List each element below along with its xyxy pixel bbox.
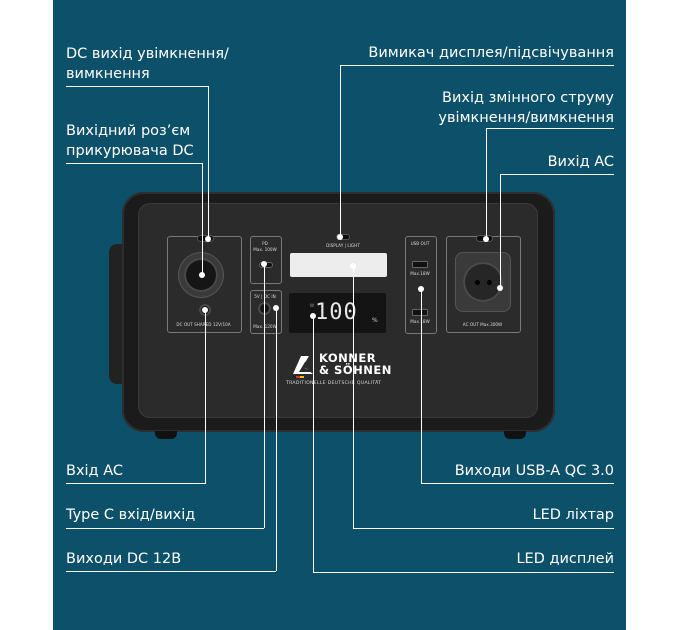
usb-a-port-1[interactable]: [412, 261, 428, 268]
leader-display-switch-v: [340, 65, 341, 237]
ac-socket[interactable]: [463, 262, 503, 302]
leader-type-c-v: [264, 264, 265, 528]
callout-usb-outputs: Виходи USB-A QC 3.0: [454, 463, 614, 479]
device-foot-left: [155, 431, 177, 439]
led-lamp: [290, 253, 387, 277]
leader-car-socket-v: [202, 163, 203, 275]
leader-dot: [483, 236, 489, 242]
leader-dc-switch-v: [208, 86, 209, 239]
leader-display-switch-h: [340, 65, 614, 66]
leader-type-c-h: [66, 528, 264, 529]
leader-dot: [205, 236, 211, 242]
callout-ac-output: Вихід AC: [547, 154, 614, 170]
leader-led-display-v: [313, 316, 314, 572]
leader-car-socket-h: [66, 163, 202, 164]
leader-dot: [497, 285, 503, 291]
dc-in-panel: [250, 290, 282, 334]
lcd-value: 100: [315, 300, 358, 325]
leader-dot: [261, 261, 267, 267]
callout-led-display: LED дисплей: [516, 551, 614, 567]
callout-car-socket: Вихідний роз’єм прикурювача DC: [66, 123, 194, 159]
device-handle: [109, 244, 125, 384]
leader-led-lamp-v: [353, 266, 354, 528]
lcd-unit: %: [372, 317, 378, 324]
leader-dot: [202, 307, 208, 313]
pd-max-label: Max. 100W: [253, 247, 277, 252]
leader-ac-switch-h: [486, 128, 614, 129]
leader-led-lamp-h: [353, 528, 614, 529]
leader-ac-output-h: [500, 174, 614, 175]
leader-dot: [273, 305, 279, 311]
display-light-label: DISPLAY | LIGHT: [326, 243, 360, 248]
callout-type-c: Type C вхід/вихід: [66, 507, 196, 523]
brand-tagline: TRADITIONELLE DEUTSCHE QUALITÄT: [286, 381, 382, 386]
leader-dot: [337, 234, 343, 240]
lcd-w-label: W: [310, 303, 314, 308]
leader-dot: [418, 286, 424, 292]
ac-out-label: AC OUT Max.300W: [462, 322, 503, 327]
device-foot-right: [504, 431, 526, 439]
display-light-switch[interactable]: [336, 234, 350, 240]
leader-ac-input-v: [205, 310, 206, 483]
leader-ac-switch-v: [486, 128, 487, 239]
leader-dot: [310, 313, 316, 319]
usb-a-port-2[interactable]: [412, 309, 428, 316]
infographic-canvas: DC OUT SHARED 12V/10A PD Max. 100W 5V | …: [53, 0, 626, 630]
leader-dc-switch-h: [66, 86, 208, 87]
ac-pin-hole-left: [475, 280, 480, 285]
usb-out-label: USB OUT: [410, 241, 430, 246]
ac-pin-hole-right: [487, 280, 492, 285]
callout-ac-input: Вхід AC: [66, 463, 123, 479]
callout-dc-outputs: Виходи DC 12В: [66, 551, 182, 567]
leader-ac-output-v: [500, 174, 501, 288]
leader-dot: [199, 272, 205, 278]
callout-ac-switch: Вихід змінного струму увімкнення/вимкнен…: [438, 90, 614, 126]
dc-out-label: DC OUT SHARED 12V/10A: [176, 322, 231, 327]
pd-port-panel: [250, 236, 282, 284]
leader-dc-outputs-h: [66, 571, 276, 572]
dc-in-label: 5V | DC IN: [254, 294, 276, 299]
leader-usb-v: [421, 289, 422, 483]
lcd-display: [289, 293, 386, 333]
brand-logo-icon: [292, 356, 313, 378]
leader-usb-h: [421, 483, 614, 484]
brand-name: KONNER & SÖHNEN: [319, 351, 392, 377]
leader-ac-input-h: [66, 483, 206, 484]
usb-max-label-1: Max.18W: [410, 271, 430, 276]
callout-led-lamp: LED ліхтар: [532, 507, 614, 523]
leader-dc-outputs-v: [276, 308, 277, 571]
callout-display-switch: Вимикач дисплея/підсвічування: [368, 45, 614, 61]
leader-led-display-h: [313, 572, 614, 573]
callout-dc-switch: DC вихід увімкнення/ вимкнення: [66, 46, 229, 82]
pd-label: PD: [262, 241, 268, 246]
leader-dot: [350, 263, 356, 269]
usb-max-label-2: Max.18W: [410, 319, 430, 324]
